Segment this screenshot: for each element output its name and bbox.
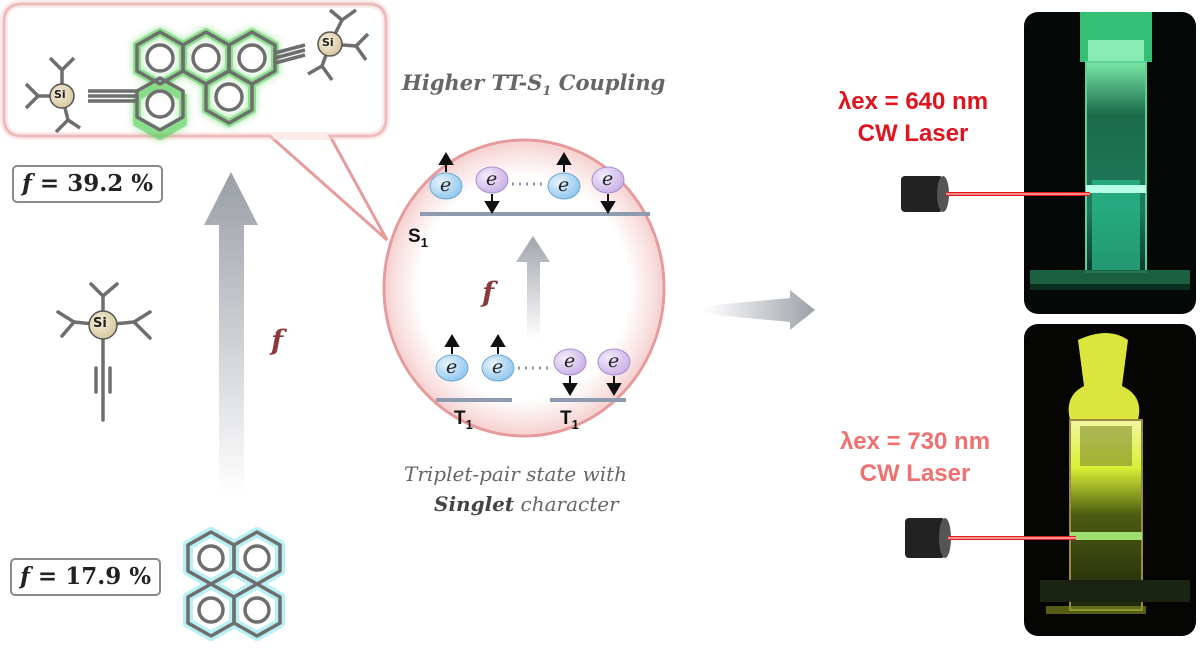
molecule-callout	[0, 0, 390, 242]
laser-top-wavelength: λex = 640 nm	[837, 88, 989, 115]
electron-8	[597, 348, 631, 376]
si-atom-right	[317, 31, 343, 57]
f-symbol-bottom: f	[20, 563, 30, 590]
si-atom-fragment	[88, 310, 118, 340]
electron-5	[435, 354, 469, 382]
inner-up-arrow	[516, 236, 550, 340]
electron-label-2: e	[486, 168, 498, 190]
si-label-fragment: Si	[93, 316, 107, 331]
caption-line-1: Triplet-pair state with	[404, 462, 628, 486]
si-atom-left	[49, 83, 75, 109]
photo-green-emission	[1024, 12, 1196, 314]
laser-top-type: CW Laser	[857, 120, 969, 147]
f-value-bottom: = 17.9 %	[37, 563, 152, 590]
arrow-f-label: f	[271, 324, 284, 357]
s1-state-label: S1	[408, 226, 428, 250]
caption-bold: Singlet	[434, 492, 515, 516]
tips-substituent	[56, 282, 152, 422]
laser-label-top: λex = 640 nm CW Laser	[806, 86, 1020, 150]
energy-levels	[420, 212, 650, 402]
si-label-right: Si	[322, 36, 334, 49]
electron-6	[481, 354, 515, 382]
laser-bottom-wavelength: λex = 730 nm	[839, 428, 991, 455]
perylene-molecule	[183, 527, 285, 641]
electron-label-1: e	[440, 174, 452, 196]
electron-label-4: e	[602, 168, 614, 190]
caption-line-2: Singlet character	[434, 492, 619, 516]
inner-f-label: f	[482, 276, 495, 309]
laser-bottom	[905, 518, 1076, 558]
t1-state-label-left: T1	[454, 408, 473, 432]
electron-label-6: e	[492, 356, 504, 378]
electron-label-5: e	[446, 356, 458, 378]
t1-state-label-right: T1	[560, 408, 579, 432]
efficiency-box-bottom: f = 17.9 %	[10, 558, 162, 596]
electron-7	[553, 348, 587, 376]
efficiency-up-arrow	[204, 172, 258, 495]
laser-bottom-type: CW Laser	[859, 460, 971, 487]
electron-label-8: e	[608, 350, 620, 372]
f-value-top: = 39.2 %	[39, 170, 154, 197]
electron-label-7: e	[564, 350, 576, 372]
electron-1	[429, 172, 463, 200]
electron-2	[475, 166, 509, 194]
electrons-t1	[435, 334, 631, 396]
electrons-s1	[429, 152, 625, 214]
laser-label-bottom: λex = 730 nm CW Laser	[808, 426, 1022, 490]
coupling-label: Higher TT-S1 Coupling	[402, 70, 666, 100]
efficiency-box-top: f = 39.2 %	[12, 165, 164, 203]
photo-yellow-emission	[1024, 324, 1196, 636]
si-label-left: Si	[54, 88, 66, 101]
laser-top	[901, 176, 1090, 212]
process-right-arrow	[705, 290, 815, 330]
electron-4	[591, 166, 625, 194]
f-symbol-top: f	[22, 170, 32, 197]
electron-3	[547, 172, 581, 200]
electron-label-3: e	[558, 174, 570, 196]
